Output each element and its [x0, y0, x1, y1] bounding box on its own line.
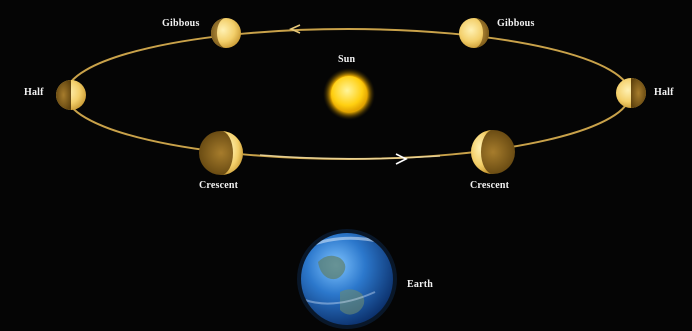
label-earth: Earth — [407, 279, 433, 290]
planet-gibbous-left-icon — [211, 18, 241, 48]
label-half-left: Half — [24, 87, 44, 98]
planet-crescent-left-icon — [199, 131, 243, 175]
planet-gibbous-right-icon — [459, 18, 489, 48]
label-sun: Sun — [338, 54, 355, 65]
sun-icon — [323, 68, 375, 120]
planet-half-right-icon — [616, 78, 646, 108]
label-crescent-left: Crescent — [199, 180, 238, 191]
earth-icon — [297, 229, 397, 329]
label-crescent-right: Crescent — [470, 180, 509, 191]
label-gibbous-left: Gibbous — [162, 18, 200, 29]
label-half-right: Half — [654, 87, 674, 98]
planet-crescent-right-icon — [471, 130, 515, 174]
label-gibbous-right: Gibbous — [497, 18, 535, 29]
planet-half-left-icon — [56, 80, 86, 110]
